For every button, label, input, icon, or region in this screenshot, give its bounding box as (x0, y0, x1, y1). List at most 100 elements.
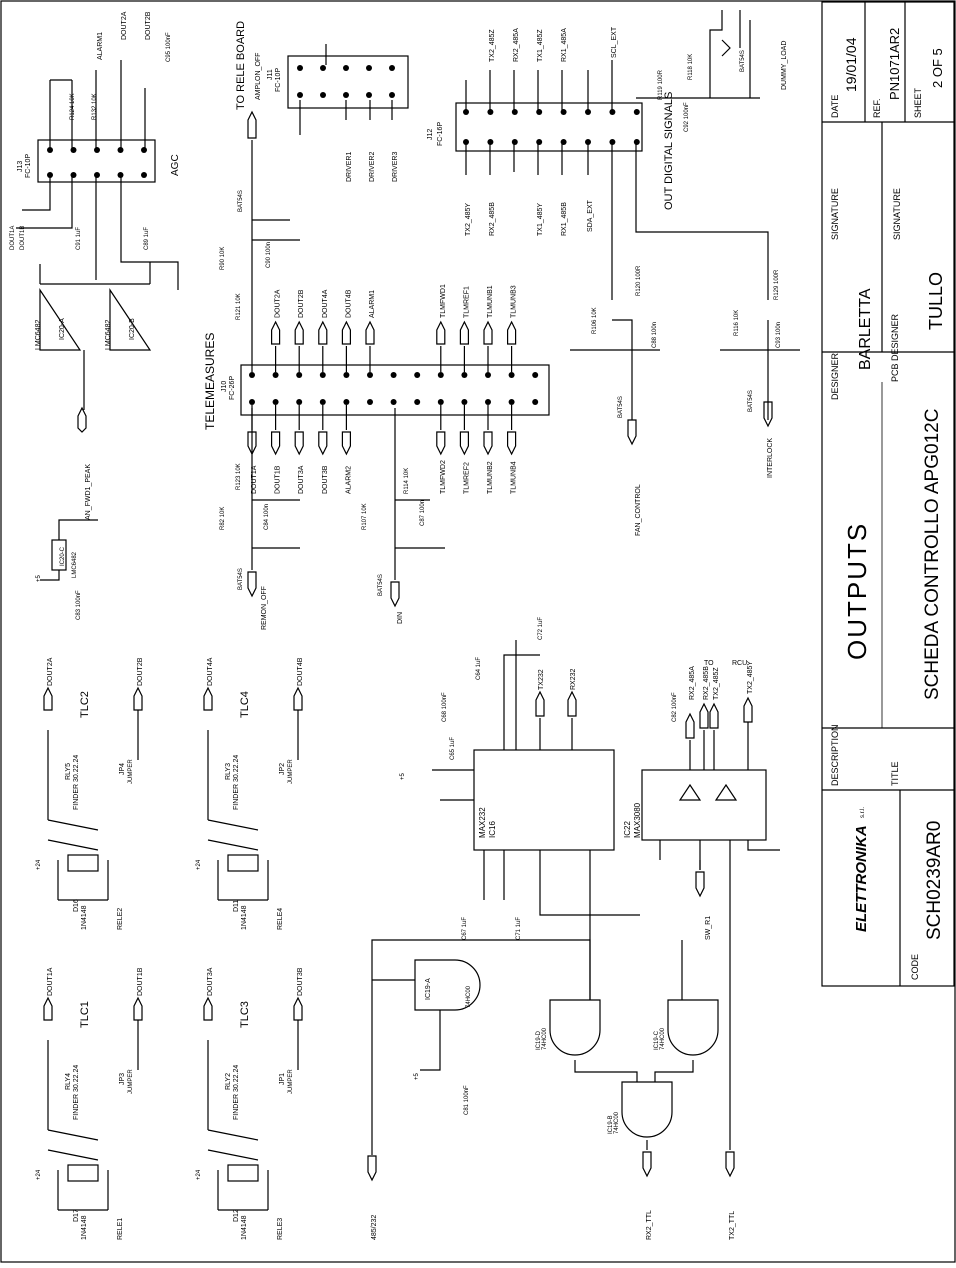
j11-pin (343, 92, 349, 98)
tx232-label: TX232 (538, 669, 545, 690)
sw-r1-label: SW_R1 (705, 916, 712, 940)
relay-diode-type: 1N4148 (81, 905, 88, 930)
dout1b-net-label: DOUT1B (20, 226, 26, 250)
relay-jumper-label: JUMPER (288, 759, 294, 784)
relay-plus24: +24 (196, 859, 202, 870)
relay-rele-label: RELE4 (277, 908, 284, 930)
j10-pin (532, 372, 539, 378)
j10-pin (272, 399, 279, 405)
tx1-485z-label: TX1_485Z (537, 29, 544, 62)
c91-label: C91 1uF (76, 227, 82, 250)
description-label: DESCRIPTION (830, 724, 840, 786)
relay-dout-b: DOUT2B (137, 657, 144, 686)
j10-top-net-label: DOUT2B (298, 289, 305, 318)
description-value: OUTPUTS (842, 522, 872, 660)
relay-dout-a: DOUT2A (47, 657, 54, 686)
gate-ic19a (414, 959, 481, 1011)
max232-label: MAX232 (478, 807, 487, 838)
din-label: DIN (397, 612, 404, 624)
signature-label: SIGNATURE (830, 188, 840, 240)
ic22-tx2-485y: TX2_485Y (747, 661, 754, 694)
j10-top-net-label: DOUT4B (345, 289, 352, 318)
relay-type-label: FINDER 30.22.24 (73, 1065, 80, 1120)
title-value: SCHEDA CONTROLLO APG012C (922, 409, 943, 700)
j10-pin (272, 372, 279, 378)
r107-label: R107 10K (362, 503, 368, 530)
j11-pin (297, 92, 303, 98)
j10-top-net-label: TLMFWD1 (440, 284, 447, 318)
j13-label: AGC (170, 154, 181, 176)
connector-j12: J12 FC-16P OUT DIGITAL SIGNALS TX2_485Z … (427, 26, 769, 262)
ref-value: PN1071AR2 (887, 28, 902, 100)
r132-label: R132 10K (92, 93, 98, 120)
c65-label: C65 1uF (450, 737, 456, 760)
j12-pin (560, 139, 567, 145)
relay-ref-label: RLY4 (65, 1073, 72, 1090)
c82-label: C82 100nF (672, 692, 678, 722)
rx1-485a-label: RX1_485A (561, 28, 568, 62)
logo-suffix: s.r.l. (860, 807, 866, 818)
bat-d16-label: BAT54S (748, 390, 754, 412)
relay-ref-label: RLY5 (65, 763, 72, 780)
j12-type: FC-16P (437, 122, 444, 146)
rx232-label: RX232 (570, 668, 577, 690)
tx2-485z-label: TX2_485Z (489, 29, 496, 62)
title-block: DATE 19/01/04 REF. PN1071AR2 SHEET 2 OF … (821, 1, 955, 987)
rcu-label: RCU (732, 660, 747, 667)
c93-label: C93 100n (776, 322, 782, 348)
j10-bot-net-label: TLMUNB2 (487, 461, 494, 494)
j10-pin (414, 372, 421, 378)
connector-j13: J13 FC-10P AGC DOUT1A DOUT1B ALARM1 DOUT… (10, 11, 181, 290)
j10-bot-net-label: DOUT3B (322, 465, 329, 494)
interlock-label: INTERLOCK (767, 438, 774, 478)
relay-type-label: FINDER 30.22.24 (233, 1065, 240, 1120)
j10-type: FC-26P (229, 376, 236, 400)
lmc-label-c: LMC6482 (72, 551, 78, 578)
j12-pin (487, 109, 494, 115)
dout1a-net-label: DOUT1A (10, 226, 16, 250)
date-value: 19/01/04 (843, 37, 859, 92)
r106-label: R106 10K (592, 307, 598, 334)
j10-bot-net-label: ALARM2 (345, 466, 352, 494)
relay-jumper-label: JUMPER (128, 759, 134, 784)
rx1-485b-label: RX1_485B (561, 202, 568, 236)
j12-pin (511, 139, 518, 145)
relay-plus24: +24 (36, 1169, 42, 1180)
c88-label: C88 100n (652, 322, 658, 348)
an-fwd-port (77, 406, 87, 433)
j10-top-net-label: TLMUNB3 (511, 285, 518, 318)
relay-jumper-label: JUMPER (128, 1069, 134, 1094)
ic16-label: IC16 (488, 821, 497, 838)
c72-label: C72 1uF (538, 617, 544, 640)
relay-type-label: FINDER 30.22.24 (73, 755, 80, 810)
j12-pin (585, 109, 591, 115)
j10-bot-net-label: DOUT1B (275, 465, 282, 494)
j13-dout2a-label: DOUT2A (121, 11, 128, 40)
j11-pin (366, 92, 372, 98)
bat-d15-label: BAT54S (238, 568, 244, 590)
lmc-label-a: LMC6482 (35, 320, 42, 350)
j10-pin (367, 372, 373, 378)
ic20c-label: IC20-C (60, 546, 66, 566)
relay-jumper-label: JUMPER (288, 1069, 294, 1094)
company-logo: ELETTRONIKA s.r.l. (853, 807, 870, 932)
j11-label: TO RELE BOARD (235, 21, 247, 110)
c81-label: C81 100nF (464, 1085, 470, 1115)
lmc-label-b: LMC6482 (105, 320, 112, 350)
j12-label: OUT DIGITAL SIGNALS (663, 92, 675, 210)
amplon-label: AMPLON_OFF (255, 53, 262, 100)
j10-pin (485, 399, 491, 405)
r82-label: R82 10K (220, 507, 226, 530)
r485-232-label: 485/232 (371, 1215, 378, 1240)
j10-pin (437, 372, 444, 378)
ic19b-label: IC19-B (608, 1115, 614, 1134)
gate-ic19c (667, 999, 719, 1056)
j13-pin (94, 147, 100, 153)
relay-diode-type: 1N4148 (81, 1215, 88, 1240)
j11-pin (320, 65, 326, 71)
j12-pin (609, 139, 616, 145)
